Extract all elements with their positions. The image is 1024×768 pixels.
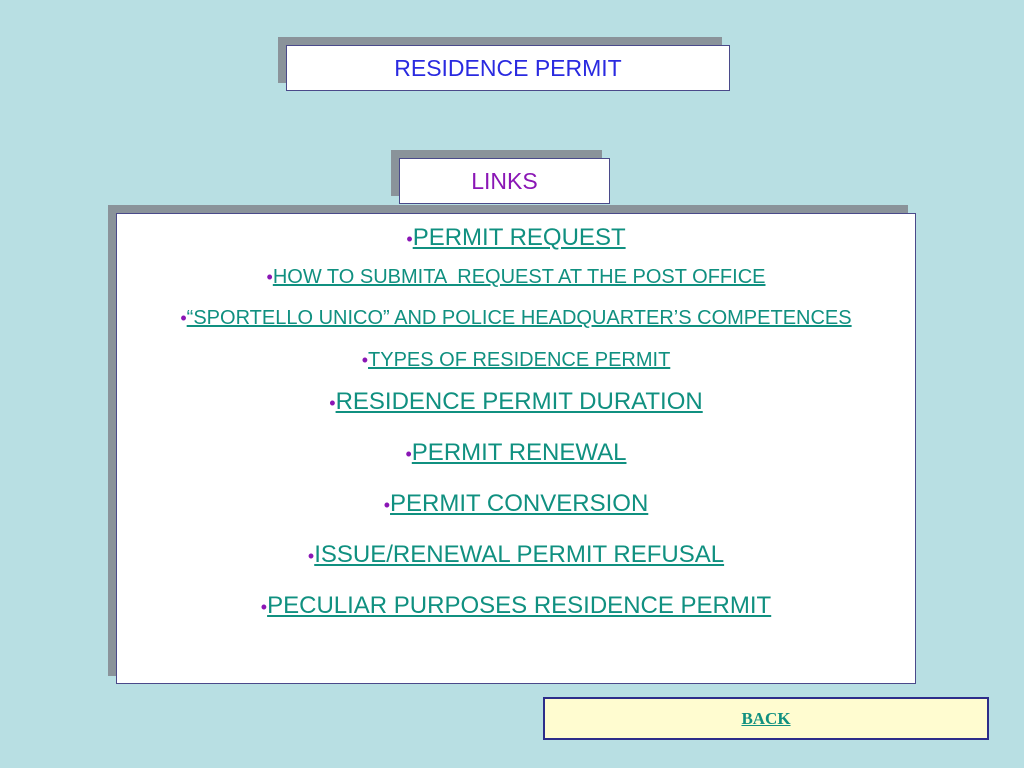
list-item: •HOW TO SUBMITA REQUEST AT THE POST OFFI… (157, 266, 875, 289)
bullet: • (180, 308, 187, 328)
bullet: • (405, 444, 412, 464)
links-list: •PERMIT REQUEST •HOW TO SUBMITA REQUEST … (117, 224, 915, 620)
bullet: • (266, 267, 273, 287)
bullet: • (260, 597, 268, 617)
list-item: •RESIDENCE PERMIT DURATION (157, 388, 875, 416)
bullet: • (406, 229, 413, 249)
page-title: RESIDENCE PERMIT (394, 54, 622, 81)
bullet: • (307, 546, 315, 566)
links-heading-box: LINKS (399, 158, 610, 204)
list-item: •PECULIAR PURPOSES RESIDENCE PERMIT (157, 592, 875, 620)
link-permit-conversion[interactable]: PERMIT CONVERSION (390, 490, 649, 517)
bullet: • (329, 393, 336, 413)
link-permit-request[interactable]: PERMIT REQUEST (412, 224, 626, 251)
links-panel: •PERMIT REQUEST •HOW TO SUBMITA REQUEST … (116, 213, 916, 684)
link-sportello-unico[interactable]: “SPORTELLO UNICO” AND POLICE HEADQUARTER… (186, 307, 852, 329)
list-item: •PERMIT REQUEST (157, 224, 875, 252)
link-peculiar-purposes[interactable]: PECULIAR PURPOSES RESIDENCE PERMIT (267, 592, 772, 619)
back-link[interactable]: BACK (741, 708, 791, 728)
list-item: •“SPORTELLO UNICO” AND POLICE HEADQUARTE… (157, 303, 875, 335)
list-item: •TYPES OF RESIDENCE PERMIT (157, 349, 875, 372)
link-permit-types[interactable]: TYPES OF RESIDENCE PERMIT (368, 349, 671, 371)
link-permit-duration[interactable]: RESIDENCE PERMIT DURATION (335, 388, 703, 415)
link-permit-renewal[interactable]: PERMIT RENEWAL (411, 439, 627, 466)
link-permit-refusal[interactable]: ISSUE/RENEWAL PERMIT REFUSAL (314, 541, 725, 568)
bullet: • (383, 495, 391, 515)
list-item: •ISSUE/RENEWAL PERMIT REFUSAL (157, 541, 875, 569)
back-box: BACK (543, 697, 989, 740)
bullet: • (361, 350, 369, 370)
list-item: •PERMIT RENEWAL (157, 439, 875, 467)
link-post-office-request[interactable]: HOW TO SUBMITA REQUEST AT THE POST OFFIC… (272, 266, 766, 288)
links-heading: LINKS (471, 167, 538, 194)
list-item: •PERMIT CONVERSION (157, 490, 875, 518)
title-box: RESIDENCE PERMIT (286, 45, 730, 91)
